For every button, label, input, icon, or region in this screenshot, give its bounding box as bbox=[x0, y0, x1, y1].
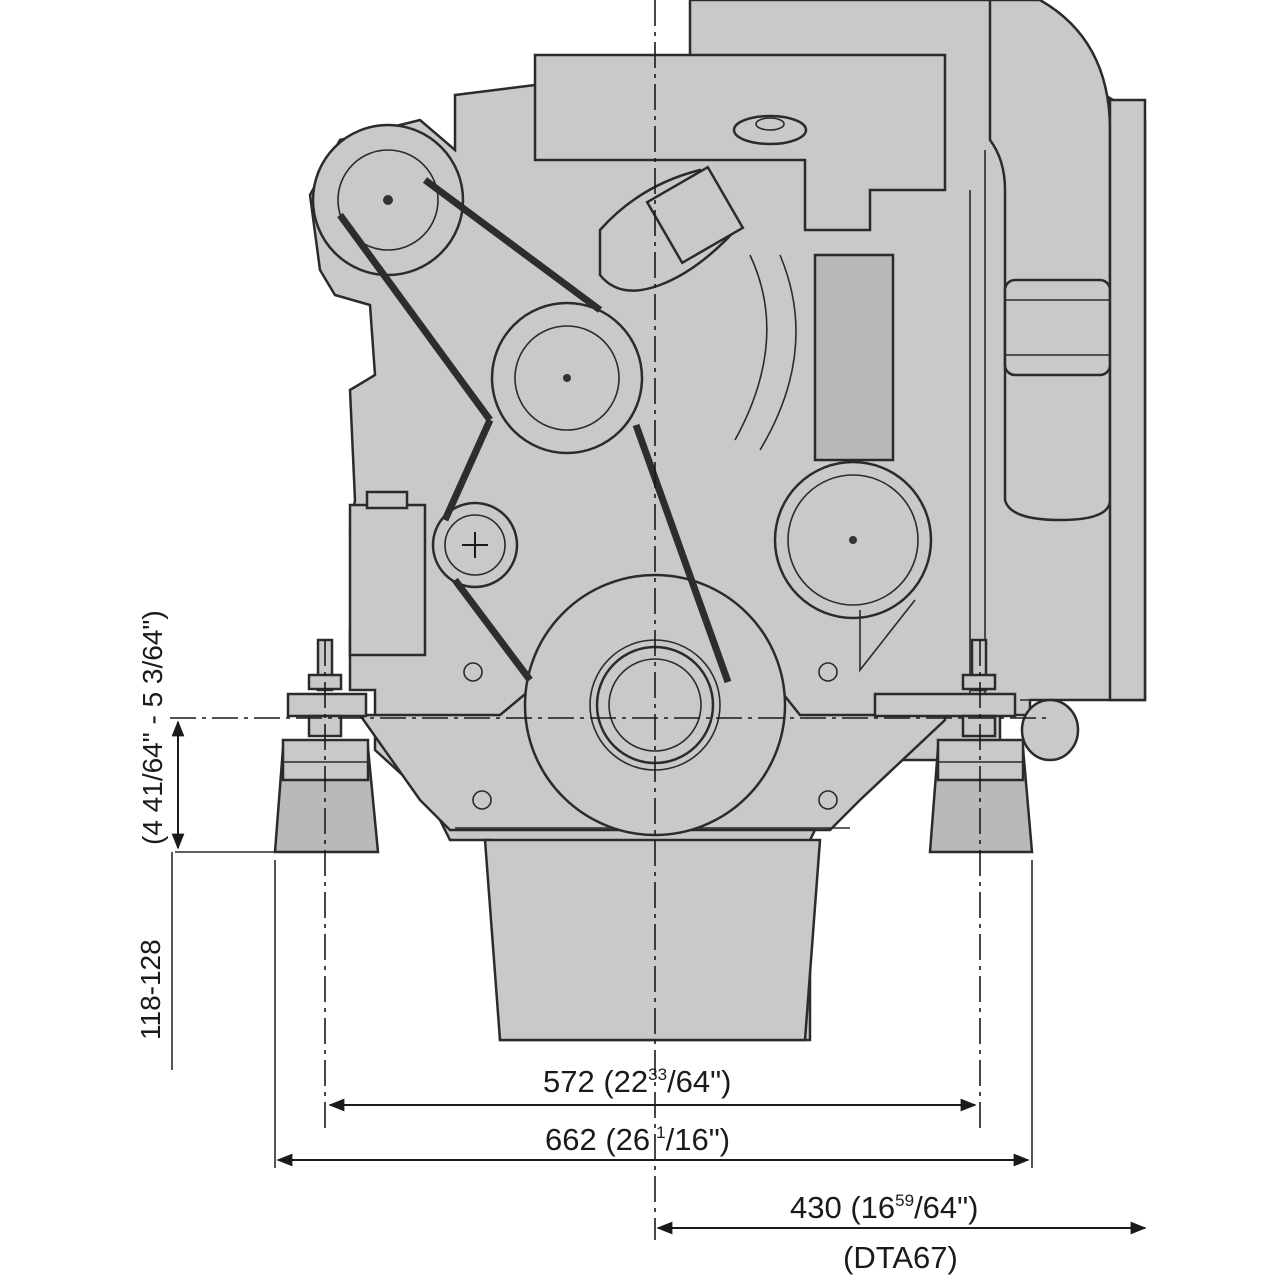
drive-belt-lower-left bbox=[452, 577, 533, 683]
oil-filler-cap-top bbox=[755, 117, 785, 131]
pipe-clamp bbox=[1003, 278, 1112, 377]
intake-connector bbox=[645, 165, 745, 265]
label-mount-height-in: (4 41/64" - 5 3/64") bbox=[137, 610, 168, 845]
mount-hole bbox=[472, 790, 492, 810]
engine-body bbox=[308, 0, 1147, 1042]
drive-belt-top bbox=[422, 177, 603, 313]
label-mount-height-mm: 118-128 bbox=[135, 939, 166, 1040]
drive-belt-right bbox=[632, 423, 732, 684]
mount-hole bbox=[463, 662, 483, 682]
alternator-pulley-center bbox=[849, 536, 857, 544]
top-pulley bbox=[337, 149, 439, 251]
mount-hole bbox=[818, 662, 838, 682]
right-mount-bracket bbox=[873, 692, 1017, 718]
drive-belt-left bbox=[337, 212, 493, 423]
dimension-lines bbox=[171, 720, 1147, 1235]
drive-belt-mid bbox=[441, 418, 494, 522]
label-dta67: (DTA67) bbox=[843, 1240, 958, 1275]
center-lines bbox=[170, 0, 1050, 1240]
fuel-filter bbox=[348, 503, 427, 657]
drain-plug bbox=[1020, 698, 1080, 762]
fuel-filter-cap bbox=[365, 490, 409, 510]
water-pump-pulley-center bbox=[563, 374, 571, 382]
side-manifold bbox=[1108, 98, 1147, 702]
mount-hole bbox=[818, 790, 838, 810]
label-572: 572 (2233/64") bbox=[543, 1064, 731, 1099]
oil-cooler bbox=[813, 253, 895, 462]
exhaust-pipe bbox=[988, 0, 1112, 522]
left-mount-bracket bbox=[286, 692, 368, 718]
water-pump-pulley bbox=[514, 325, 620, 431]
rocker-cover bbox=[533, 53, 947, 232]
top-pulley-center bbox=[383, 195, 393, 205]
label-430: 430 (1659/64") bbox=[790, 1190, 978, 1225]
oil-sump bbox=[483, 838, 822, 1042]
